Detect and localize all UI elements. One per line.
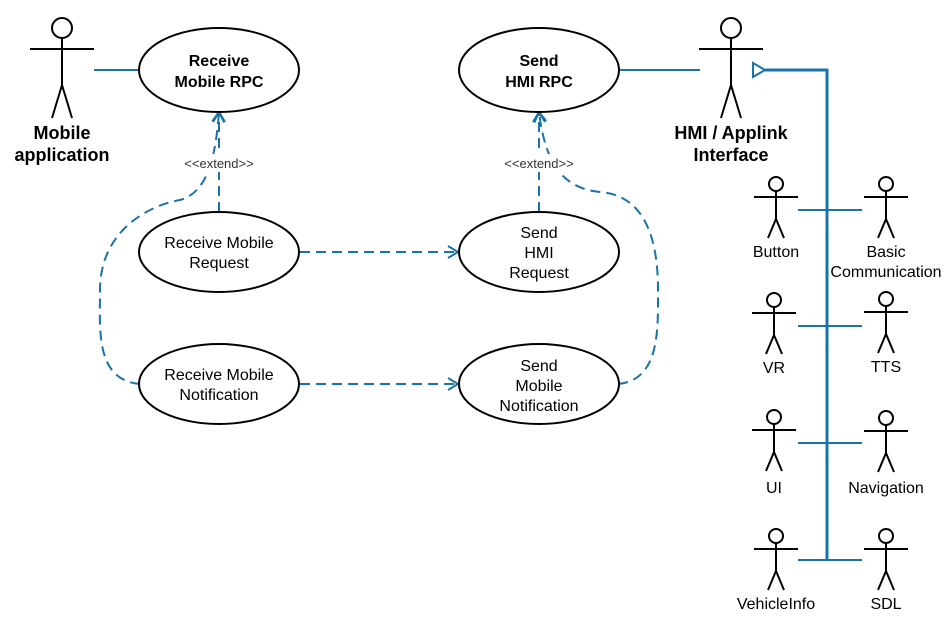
actor-label-line: application bbox=[14, 145, 109, 165]
use-case-label-line: Receive Mobile bbox=[164, 235, 273, 252]
use-case-label-line: Send bbox=[519, 53, 558, 70]
actor-mobile-application[interactable]: Mobile application bbox=[14, 17, 110, 165]
actor-label: SDL bbox=[870, 596, 901, 613]
actor-basic-communication[interactable]: Basic Communication bbox=[830, 176, 942, 281]
actor-icon bbox=[864, 410, 908, 473]
use-case-label-line: Request bbox=[509, 265, 569, 282]
actor-ui[interactable]: UI bbox=[752, 409, 796, 497]
use-case-send-mobile-notification[interactable]: Send Mobile Notification bbox=[458, 343, 620, 425]
use-case-label-line: Mobile bbox=[515, 378, 562, 395]
use-case-receive-mobile-notification[interactable]: Receive Mobile Notification bbox=[138, 343, 300, 425]
actor-vehicleinfo[interactable]: VehicleInfo bbox=[737, 528, 815, 613]
extend-label-left: <<extend>> bbox=[184, 156, 253, 171]
actor-sdl[interactable]: SDL bbox=[864, 528, 908, 613]
actor-label: VR bbox=[763, 360, 785, 377]
use-case-label-line: Notification bbox=[499, 398, 578, 415]
use-case-send-hmi-rpc[interactable]: Send HMI RPC bbox=[458, 27, 620, 113]
use-case-receive-mobile-rpc[interactable]: Receive Mobile RPC bbox=[138, 27, 300, 113]
actor-icon bbox=[754, 528, 798, 591]
use-case-label-line: HMI RPC bbox=[505, 74, 573, 91]
actor-navigation[interactable]: Navigation bbox=[848, 410, 924, 497]
use-case-label-line: Send bbox=[520, 358, 557, 375]
actor-label: TTS bbox=[871, 359, 901, 376]
actor-label: Button bbox=[753, 244, 799, 261]
actor-hmi-applink-interface[interactable]: HMI / Applink Interface bbox=[674, 17, 789, 165]
actor-icon bbox=[699, 17, 763, 119]
actor-label-line: HMI / Applink bbox=[674, 123, 788, 143]
use-case-label-line: Request bbox=[189, 255, 249, 272]
actor-label-line: Basic bbox=[866, 244, 905, 261]
extend-arrow-receive-notification bbox=[98, 110, 226, 385]
use-case-receive-mobile-request[interactable]: Receive Mobile Request bbox=[138, 211, 300, 293]
actor-label: VehicleInfo bbox=[737, 596, 815, 613]
actor-button[interactable]: Button bbox=[753, 176, 799, 261]
use-case-send-hmi-request[interactable]: Send HMI Request bbox=[458, 211, 620, 293]
actor-label: Navigation bbox=[848, 480, 924, 497]
use-case-label-line: Send bbox=[520, 225, 557, 242]
use-case-label-line: Receive Mobile bbox=[164, 367, 273, 384]
use-case-label-line: Mobile RPC bbox=[175, 74, 264, 91]
actor-icon bbox=[864, 176, 908, 239]
actor-tts[interactable]: TTS bbox=[864, 291, 908, 376]
actor-label-line: Interface bbox=[693, 145, 768, 165]
actor-label-line: Mobile bbox=[34, 123, 91, 143]
use-case-label-line: Receive bbox=[189, 53, 250, 70]
connectors bbox=[94, 61, 862, 561]
actor-vr[interactable]: VR bbox=[752, 292, 796, 377]
generalization-bus bbox=[752, 61, 829, 560]
use-case-label-line: Notification bbox=[179, 387, 258, 404]
extend-label-background bbox=[494, 154, 584, 172]
extend-arrow-send-notification bbox=[533, 110, 660, 385]
actor-icon bbox=[752, 292, 796, 355]
extend-label-right: <<extend>> bbox=[504, 156, 573, 171]
actor-label: UI bbox=[766, 480, 782, 497]
actor-icon bbox=[752, 409, 796, 472]
actor-icon bbox=[30, 17, 94, 119]
actor-label-line: Communication bbox=[830, 264, 941, 281]
extend-label-background bbox=[174, 154, 264, 172]
actor-icon bbox=[864, 528, 908, 591]
use-case-label-line: HMI bbox=[524, 245, 553, 262]
actor-icon bbox=[754, 176, 798, 239]
actor-icon bbox=[864, 291, 908, 354]
